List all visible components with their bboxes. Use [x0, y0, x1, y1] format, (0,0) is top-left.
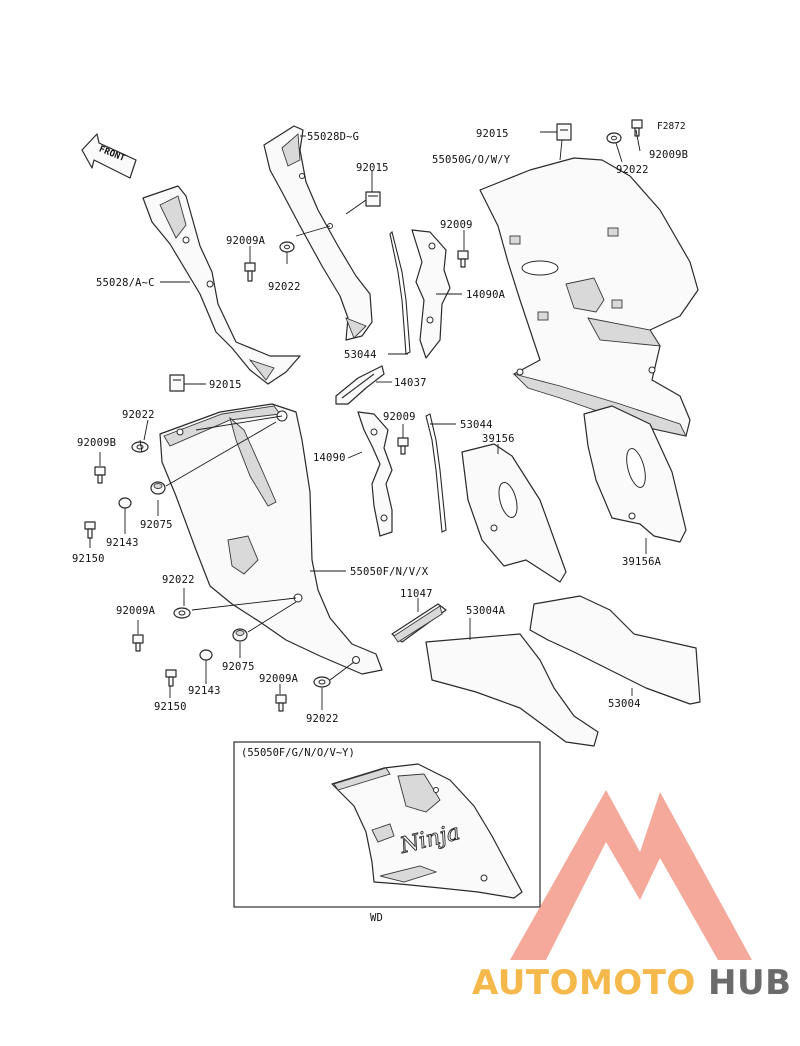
inset-title: (55050F/G/N/O/V~Y) [241, 747, 355, 759]
label-55050fnvx: 55050F/N/V/X [350, 566, 429, 578]
watermark-text-part1: AUTOMOTO [472, 963, 696, 1003]
bolt-92009a-top [244, 262, 256, 282]
bolt-92009b-left [94, 466, 106, 484]
bracket-14090a [411, 229, 451, 359]
label-92009a-top: 92009A [226, 235, 266, 247]
clip-92015-top-center [365, 191, 381, 207]
watermark-mark-icon [510, 790, 752, 960]
bolt-92009-mid [397, 437, 409, 455]
label-92009b-top: 92009B [649, 149, 688, 161]
bracket-14090 [357, 411, 393, 537]
watermark-text-part2: HUB [708, 963, 791, 1003]
label-92143-a: 92143 [106, 537, 139, 549]
washer-92022-bottom-left [173, 607, 191, 619]
label-39156: 39156 [482, 433, 515, 445]
variant-inset: (55050F/G/N/O/V~Y) Ninja [233, 741, 541, 908]
part-labels: 55028D~G 92015 92015 55050G/O/W/Y 92009B… [72, 128, 688, 725]
strip-53044-lower [425, 413, 447, 533]
bracket-14037 [335, 365, 385, 405]
inner-cowl-55028-ac [142, 185, 301, 385]
grommet-92075-a [150, 481, 166, 495]
clip-92015-left [169, 374, 185, 392]
fairing-55050-fnvx [159, 403, 383, 675]
label-53044-b: 53044 [460, 419, 493, 431]
label-53004a: 53004A [466, 605, 506, 617]
label-11047: 11047 [400, 588, 433, 600]
pad-53004 [529, 595, 701, 705]
collar-92143-a [118, 497, 132, 509]
washer-92022-top [606, 132, 622, 144]
grommet-92075-b [232, 628, 248, 642]
label-92022-l: 92022 [122, 409, 155, 421]
watermark-logo: AUTOMOTO HUB [472, 790, 791, 1003]
label-92022-c: 92022 [306, 713, 339, 725]
label-92150-b: 92150 [154, 701, 187, 713]
bracket-11047 [391, 603, 447, 643]
label-92022-top: 92022 [616, 164, 649, 176]
pad-39156 [461, 443, 567, 583]
label-92009a-c: 92009A [259, 673, 299, 685]
label-92150-a: 92150 [72, 553, 105, 565]
label-55028ac: 55028/A~C [96, 277, 155, 289]
label-14090a: 14090A [466, 289, 506, 301]
bolt-92009-right [457, 250, 469, 268]
bolt-92009a-right-bottom [275, 694, 287, 712]
figure-code: F2872 [657, 121, 686, 132]
washer-92022-bottom [313, 676, 331, 688]
fairing-55050-gowy [479, 157, 699, 437]
pad-39156a [583, 405, 687, 543]
label-92075-b: 92075 [222, 661, 255, 673]
inner-cowl-55028-dg [263, 125, 373, 341]
label-14037: 14037 [394, 377, 427, 389]
front-direction-arrow: FRONT [81, 133, 137, 179]
label-55028dg: 55028D~G [307, 131, 359, 143]
screw-92150-b [165, 669, 177, 687]
label-92015-b: 92015 [476, 128, 509, 140]
washer-92022-left [131, 441, 149, 453]
washer-92022-mid [279, 241, 295, 253]
strip-53044-top [389, 230, 411, 355]
inset-caption: WD [370, 912, 383, 924]
label-92015-c: 92015 [209, 379, 242, 391]
label-92009-r: 92009 [440, 219, 473, 231]
label-53044-a: 53044 [344, 349, 377, 361]
label-92143-b: 92143 [188, 685, 221, 697]
label-92015-a: 92015 [356, 162, 389, 174]
collar-92143-b [199, 649, 213, 661]
label-55050gowy: 55050G/O/W/Y [432, 154, 511, 166]
label-92009a-b: 92009A [116, 605, 156, 617]
label-92022-b: 92022 [162, 574, 195, 586]
label-92009-m: 92009 [383, 411, 416, 423]
leader-lines [89, 129, 647, 710]
clip-92015-top-right [556, 123, 572, 141]
label-39156a: 39156A [622, 556, 662, 568]
screw-92150-a [84, 521, 96, 539]
label-92022-mid: 92022 [268, 281, 301, 293]
label-53004: 53004 [608, 698, 641, 710]
label-14090: 14090 [313, 452, 346, 464]
label-92009b-l: 92009B [77, 437, 116, 449]
pad-53004a [425, 633, 599, 747]
label-92075-a: 92075 [140, 519, 173, 531]
bolt-92009a-bottom [132, 634, 144, 652]
